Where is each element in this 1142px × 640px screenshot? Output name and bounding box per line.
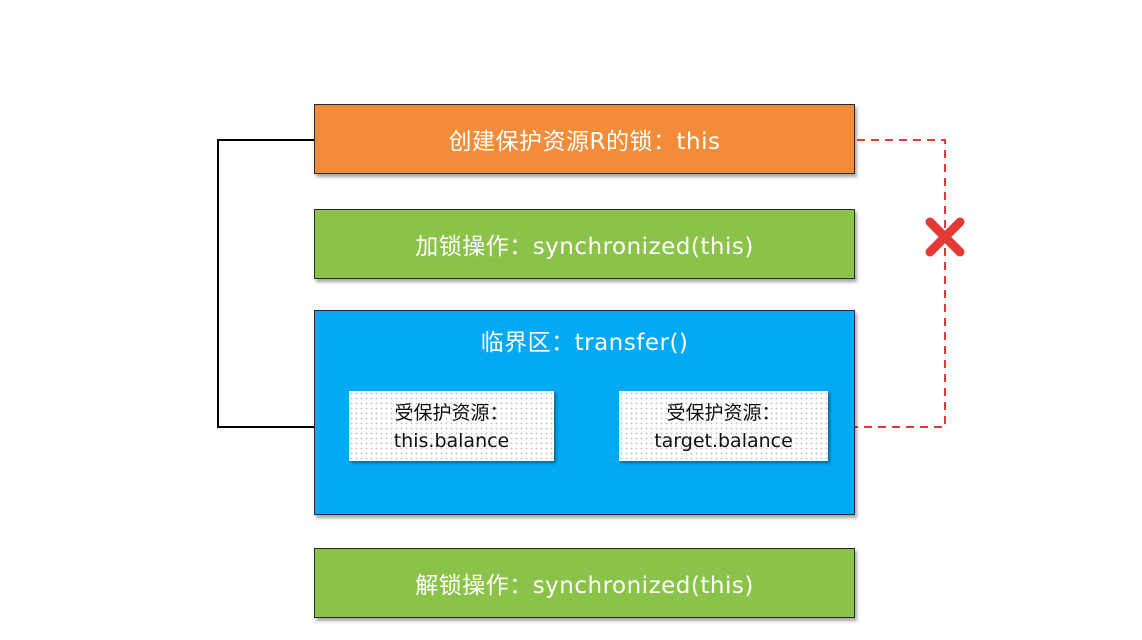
lock-acquire-box: 加锁操作：synchronized(this) [314,209,855,279]
lock-create-box: 创建保护资源R的锁：this [314,104,855,174]
resource-this-balance: 受保护资源： this.balance [349,391,554,461]
resource-target-line1: 受保护资源： [666,402,781,424]
unlock-box: 解锁操作：synchronized(this) [314,548,855,618]
lock-create-label: 创建保护资源R的锁：this [448,129,721,155]
resource-target-line2: target.balance [654,430,793,452]
resource-target-balance: 受保护资源： target.balance [619,391,828,461]
cross-icon [925,217,965,257]
lock-acquire-label: 加锁操作：synchronized(this) [415,234,754,260]
resource-this-line1: 受保护资源： [394,402,509,424]
critical-section-label: 临界区：transfer() [480,330,689,356]
resource-this-line2: this.balance [393,430,510,452]
unlock-label: 解锁操作：synchronized(this) [415,573,754,599]
